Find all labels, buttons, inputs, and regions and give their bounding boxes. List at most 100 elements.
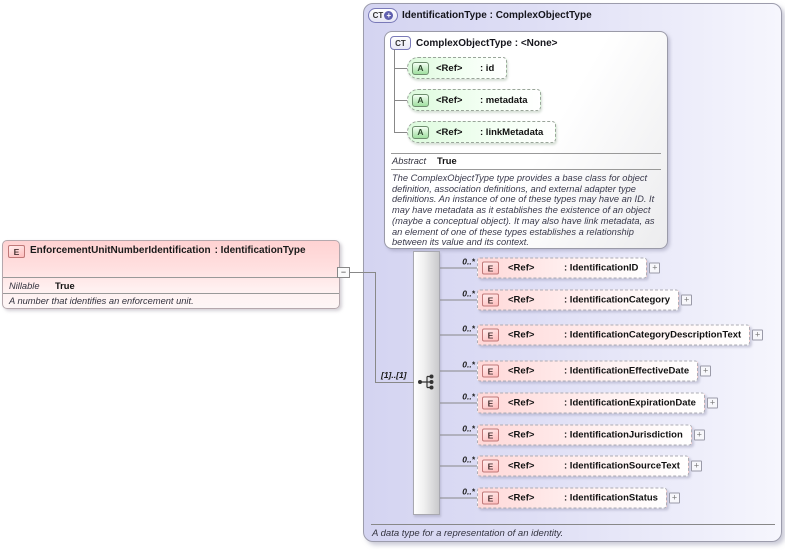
ref-label: <Ref> (508, 294, 535, 306)
element-ref-box[interactable]: E <Ref> : IdentificationExpirationDate (477, 392, 705, 414)
attribute-ref-box[interactable]: A <Ref> : metadata (407, 89, 541, 111)
element-row: 0..* E <Ref> : IdentificationJurisdictio… (440, 423, 705, 446)
element-ref-box[interactable]: E <Ref> : IdentificationSourceText (477, 455, 689, 477)
cardinality-label: [1]..[1] (381, 370, 407, 380)
connector-line (375, 382, 414, 383)
base-type-box: CT ComplexObjectType : <None> A <Ref> : … (384, 31, 668, 249)
connector-line: 0..* (440, 360, 477, 382)
element-icon: E (482, 364, 499, 378)
expand-icon[interactable]: + (690, 460, 702, 472)
connector-line: 0..* (440, 323, 477, 346)
attribute-row: A <Ref> : metadata (394, 89, 541, 111)
element-box-enforcement-unit-number-identification: E EnforcementUnitNumberIdentification : … (2, 240, 340, 309)
element-name: : IdentificationJurisdiction (564, 429, 683, 440)
occurrence-label: 0..* (462, 423, 475, 434)
attribute-icon: A (412, 125, 429, 139)
attribute-row: A <Ref> : id (394, 57, 508, 79)
connector-line (394, 67, 407, 69)
element-name: : IdentificationID (564, 262, 639, 273)
complex-type-icon: CT (390, 36, 411, 50)
element-icon: E (482, 491, 499, 505)
ref-label: <Ref> (508, 329, 535, 341)
connector-line: 0..* (440, 289, 477, 311)
element-row: 0..* E <Ref> : IdentificationSourceText … (440, 454, 702, 477)
element-icon: E (482, 428, 499, 442)
sequence-icon (417, 373, 437, 396)
collapse-icon[interactable]: − (337, 267, 350, 278)
expand-icon[interactable]: + (668, 492, 680, 504)
expand-icon[interactable]: + (706, 397, 718, 409)
divider (371, 524, 775, 525)
complex-type-plus-icon[interactable]: CT+ (368, 8, 398, 23)
element-type: : IdentificationType (214, 245, 306, 256)
element-icon: E (482, 261, 499, 275)
element-row: 0..* E <Ref> : IdentificationEffectiveDa… (440, 360, 712, 382)
element-icon: E (482, 459, 499, 473)
ref-label: <Ref> (508, 365, 535, 377)
abstract-value: True (437, 156, 457, 166)
panel-description: A data type for a representation of an i… (372, 528, 564, 539)
element-description: A number that identifies an enforcement … (3, 293, 339, 308)
attribute-row: A <Ref> : linkMetadata (394, 121, 557, 143)
ref-label: <Ref> (436, 62, 463, 74)
element-icon: E (482, 396, 499, 410)
element-ref-box[interactable]: E <Ref> : IdentificationEffectiveDate (477, 360, 699, 382)
expand-icon[interactable]: + (693, 429, 705, 441)
panel-title: IdentificationType : ComplexObjectType (402, 10, 592, 21)
connector-line (340, 272, 375, 273)
connector-line (394, 131, 407, 133)
abstract-label: Abstract (392, 156, 427, 166)
base-type-description: The ComplexObjectType type provides a ba… (392, 173, 655, 248)
attribute-name: : linkMetadata (480, 126, 544, 138)
expand-icon[interactable]: + (752, 329, 764, 341)
element-name: : IdentificationEffectiveDate (564, 365, 690, 376)
element-name: : IdentificationCategoryDescriptionText (564, 329, 742, 340)
connector-line (394, 99, 407, 101)
element-row: 0..* E <Ref> : IdentificationExpirationD… (440, 391, 718, 414)
element-name: : IdentificationExpirationDate (564, 397, 696, 408)
element-ref-box[interactable]: E <Ref> : IdentificationCategory (477, 289, 680, 311)
connector-line: 0..* (440, 391, 477, 414)
element-name: : IdentificationCategory (564, 294, 671, 305)
occurrence-label: 0..* (462, 454, 475, 465)
nillable-row: Nillable True (3, 277, 339, 293)
attribute-name: : id (480, 62, 495, 74)
divider (391, 169, 661, 170)
connector-line: 0..* (440, 423, 477, 446)
nillable-value: True (55, 280, 75, 291)
occurrence-label: 0..* (462, 323, 475, 334)
connector-line: 0..* (440, 486, 477, 509)
abstract-row: Abstract True (392, 156, 457, 166)
element-ref-box[interactable]: E <Ref> : IdentificationJurisdiction (477, 424, 692, 446)
connector-line (375, 272, 376, 383)
element-ref-box[interactable]: E <Ref> : IdentificationID (477, 257, 648, 279)
attribute-ref-box[interactable]: A <Ref> : id (407, 57, 508, 79)
element-icon: E (8, 245, 25, 258)
attribute-ref-box[interactable]: A <Ref> : linkMetadata (407, 121, 557, 143)
expand-icon[interactable]: + (681, 294, 693, 306)
attribute-icon: A (412, 61, 429, 75)
expand-icon[interactable]: + (700, 365, 712, 377)
occurrence-label: 0..* (462, 486, 475, 497)
ref-label: <Ref> (508, 492, 535, 504)
ref-label: <Ref> (436, 94, 463, 106)
ref-label: <Ref> (436, 126, 463, 138)
attribute-name: : metadata (480, 94, 528, 106)
occurrence-label: 0..* (462, 391, 475, 402)
element-ref-box[interactable]: E <Ref> : IdentificationCategoryDescript… (477, 324, 751, 346)
element-icon: E (482, 328, 499, 342)
occurrence-label: 0..* (462, 256, 475, 267)
element-row: 0..* E <Ref> : IdentificationID + (440, 256, 661, 279)
expand-icon[interactable]: + (649, 262, 661, 274)
ref-label: <Ref> (508, 397, 535, 409)
element-icon: E (482, 293, 499, 307)
element-row: 0..* E <Ref> : IdentificationStatus + (440, 486, 680, 509)
element-title: E EnforcementUnitNumberIdentification : … (3, 241, 339, 277)
base-type-name: ComplexObjectType : <None> (416, 37, 558, 49)
element-name: : IdentificationStatus (564, 492, 658, 503)
element-ref-box[interactable]: E <Ref> : IdentificationStatus (477, 487, 667, 509)
connector-line: 0..* (440, 256, 477, 279)
attribute-icon: A (412, 93, 429, 107)
